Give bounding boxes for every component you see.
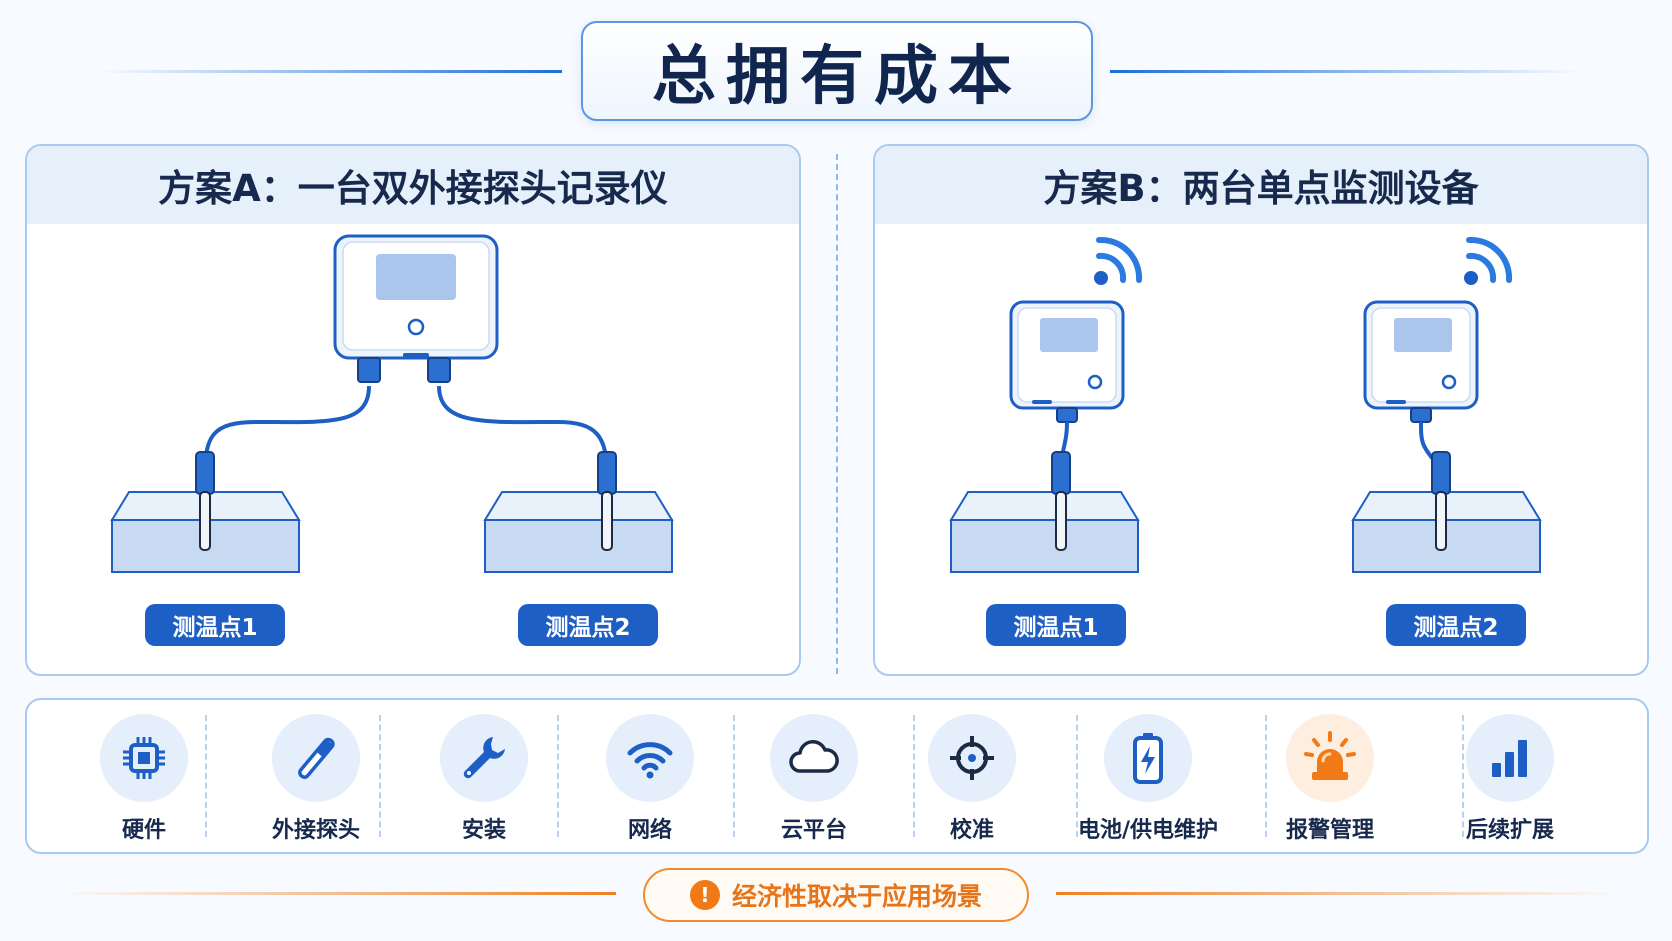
page-title: 总拥有成本 [652,40,1022,114]
cost-separator [379,715,381,837]
cost-item-expansion: 后续扩展 [1435,710,1585,846]
cost-item-network: 网络 [575,710,725,846]
cost-items-strip: 硬件 外接探头 安装 网络 [25,698,1649,854]
cost-item-battery: 电池/供电维护 [1073,710,1223,846]
scheme-a-point-1-label: 测温点1 [145,604,285,646]
cost-label-hardware: 硬件 [121,818,166,843]
scheme-a-title: 方案A：一台双外接探头记录仪 [158,167,668,210]
scheme-b-point-2-label: 测温点2 [1386,604,1526,646]
cost-separator [1076,715,1078,837]
dual-probe-logger-icon [333,234,499,383]
cost-separator [733,715,735,837]
cost-label-network: 网络 [627,818,672,843]
single-point-monitor-icon [1009,300,1125,423]
cost-item-cloud: 云平台 [739,710,889,846]
cost-separator [205,715,207,837]
temperature-probe-icon [1051,451,1071,551]
bar-chart-icon [1492,740,1527,777]
probe-icon [298,737,335,779]
cost-item-calibration: 校准 [897,710,1047,846]
scheme-b-header: 方案B：两台单点监测设备 [875,146,1647,224]
scheme-a-diagram [110,234,674,573]
scheme-divider [836,154,838,674]
cost-item-hardware: 硬件 [69,710,219,846]
wireless-signal-icon [1094,236,1143,285]
footer-decor-line-right [1056,892,1616,895]
crosshair-icon [950,736,994,780]
cost-label-probe: 外接探头 [271,818,360,843]
cost-separator [1462,715,1464,837]
temperature-probe-icon [597,451,617,551]
footer-decor-line-left [60,892,616,895]
cost-item-probe: 外接探头 [241,710,391,846]
scheme-a-header: 方案A：一台双外接探头记录仪 [27,146,799,224]
cost-label-cloud: 云平台 [780,818,847,843]
wifi-icon [627,742,673,779]
cost-label-calibration: 校准 [949,818,994,843]
cost-label-install: 安装 [461,818,506,843]
cost-separator [557,715,559,837]
temperature-probe-icon [195,451,215,551]
wrench-icon [463,737,505,779]
footer-note: ! 经济性取决于应用场景 [643,868,1029,922]
measurement-container-1 [949,491,1140,573]
single-point-monitor-icon [1363,300,1479,423]
cost-label-alarm: 报警管理 [1285,818,1374,843]
battery-icon [1133,733,1163,784]
scheme-b-panel: 方案B：两台单点监测设备 [873,144,1649,676]
cost-separator [913,715,915,837]
cost-label-expansion: 后续扩展 [1465,818,1554,843]
title-decor-line-right [1110,70,1580,73]
wireless-signal-icon [1464,236,1513,285]
cloud-icon [789,740,839,773]
temperature-probe-icon [1431,451,1451,551]
cost-separator [1265,715,1267,837]
scheme-b-diagram [949,236,1542,573]
measurement-container-2 [483,491,674,573]
cost-item-install: 安装 [409,710,559,846]
cost-item-alarm: 报警管理 [1255,710,1405,846]
alarm-light-icon [1304,731,1356,780]
scheme-b-title: 方案B：两台单点监测设备 [1043,167,1479,210]
scheme-a-point-2-label: 测温点2 [518,604,658,646]
footer-text: 经济性取决于应用场景 [731,882,982,911]
title-box: 总拥有成本 [581,21,1093,121]
exclamation-icon: ! [689,880,720,910]
cost-label-battery: 电池/供电维护 [1077,818,1219,843]
title-decor-line-left [100,70,562,73]
scheme-a-panel: 方案A：一台双外接探头记录仪 [25,144,801,676]
scheme-b-point-1-label: 测温点1 [986,604,1126,646]
chip-icon [123,737,165,779]
